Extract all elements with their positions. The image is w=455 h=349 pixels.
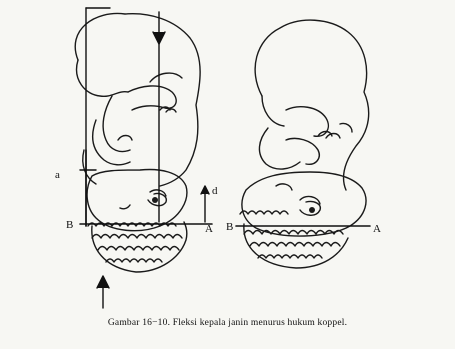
right-fetus-drawing <box>240 20 369 268</box>
label-B-left: B <box>66 220 73 231</box>
label-a: a <box>55 170 60 181</box>
label-A-left: A <box>205 224 213 235</box>
label-B-right: B <box>226 222 233 233</box>
label-A-right: A <box>373 224 381 235</box>
left-fetus-drawing <box>75 13 200 272</box>
figure-caption: Gambar 16−10. Fleksi kepala janin menuru… <box>0 318 455 328</box>
label-d: d <box>212 186 218 197</box>
